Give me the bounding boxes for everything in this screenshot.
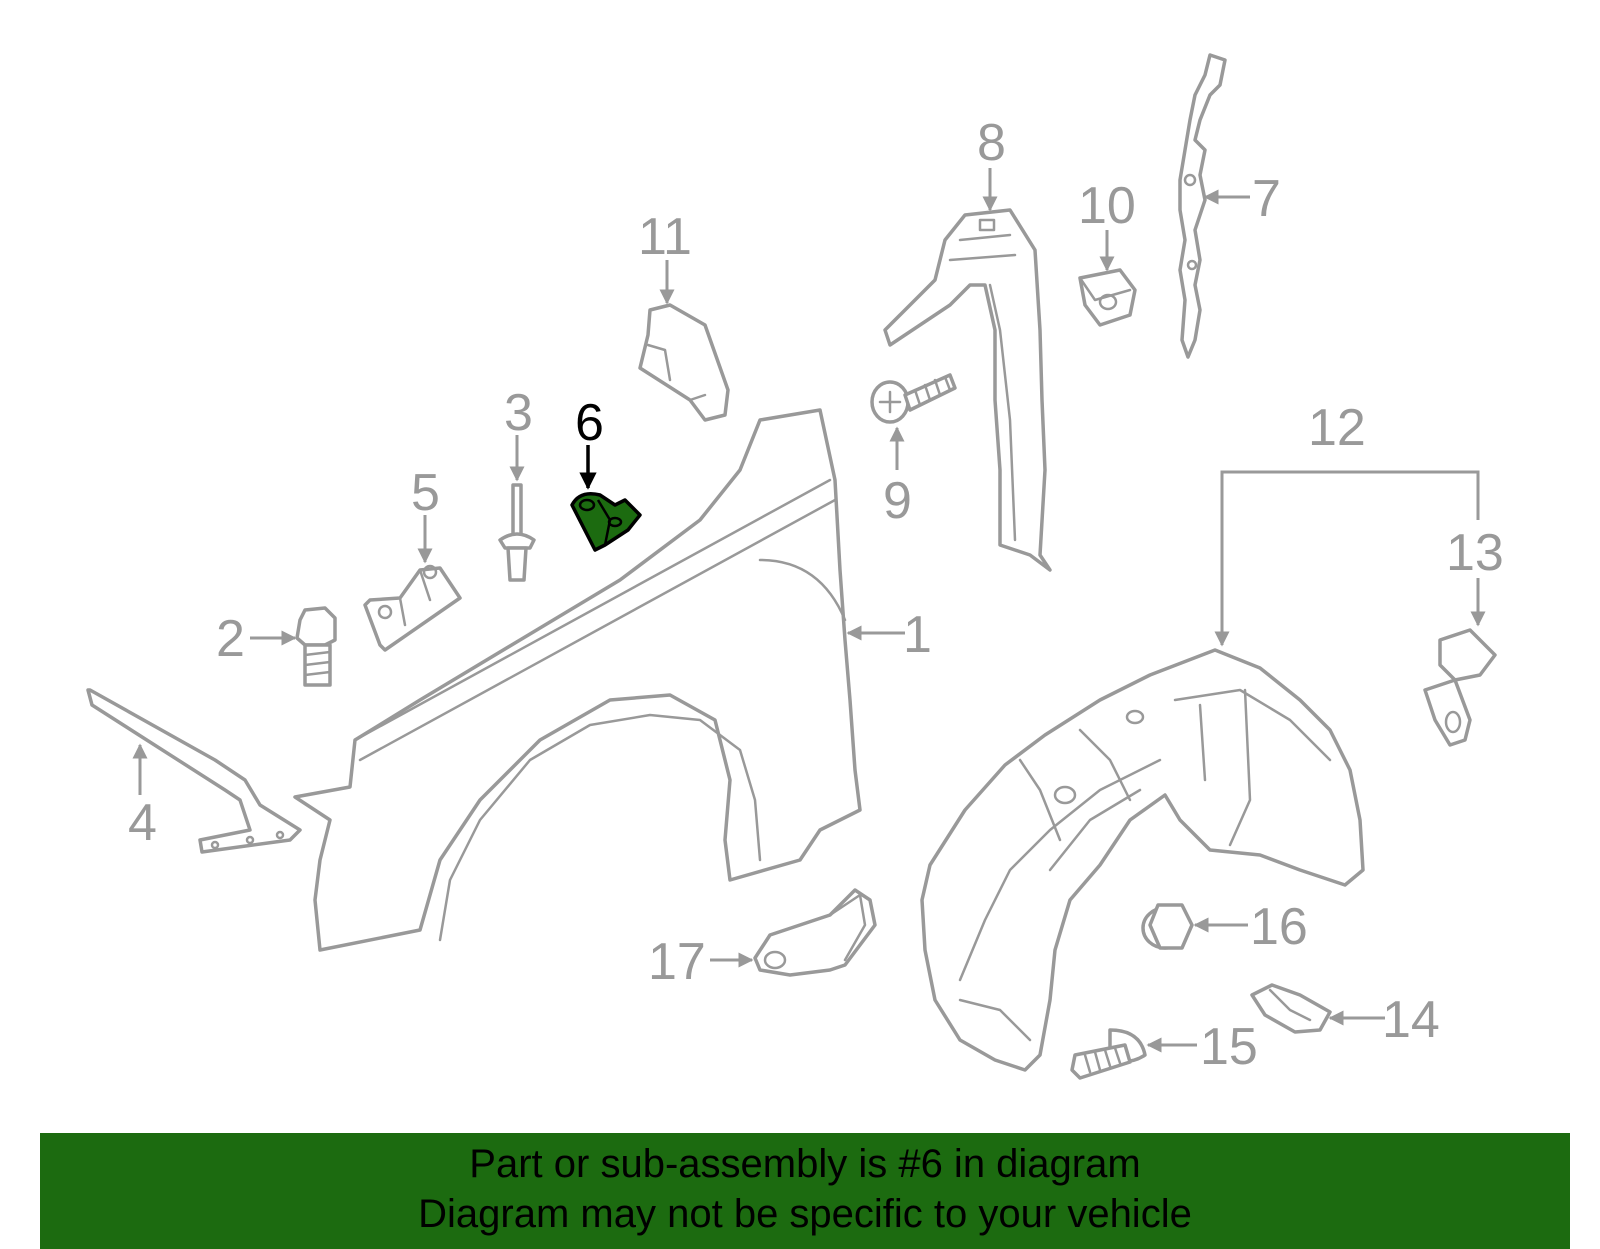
clip-nut-part-10 [1078,268,1137,327]
callout-8: 8 [977,114,1006,172]
callout-17: 17 [648,933,706,991]
callout-5: 5 [411,464,440,522]
bracket-part-5 [363,564,462,652]
banner-line-2: Diagram may not be specific to your vehi… [418,1192,1192,1236]
wheel-liner-part-12 [920,648,1365,1072]
bracket-part-4 [86,688,302,854]
screw-part-15 [1070,1028,1147,1080]
bolt-part-2 [295,606,337,687]
callout-9: 9 [883,472,912,530]
callout-11: 11 [638,208,692,266]
callout-7: 7 [1252,170,1281,228]
callout-13: 13 [1446,524,1504,582]
callout-16: 16 [1250,898,1308,956]
leader-lines [132,168,1486,1053]
bracket-part-11 [638,303,730,422]
strip-part-7 [1178,53,1227,359]
bracket-part-8 [883,208,1052,572]
info-banner: Part or sub-assembly is #6 in diagram Di… [40,1133,1570,1249]
pin-part-3 [498,483,536,582]
bracket-part-6-highlighted [570,492,642,552]
bracket-part-17 [753,888,877,977]
callout-12: 12 [1308,399,1366,457]
callout-3: 3 [504,384,533,442]
callout-2: 2 [216,610,245,668]
callout-15: 15 [1200,1018,1258,1076]
callout-10: 10 [1078,177,1136,235]
clip-part-14 [1250,983,1332,1034]
clip-part-13 [1423,628,1497,747]
banner-line-1: Part or sub-assembly is #6 in diagram [469,1142,1141,1186]
callout-4: 4 [128,794,157,852]
nut-part-16 [1141,903,1194,950]
callout-6-highlighted: 6 [575,394,604,452]
callout-1: 1 [903,606,932,664]
callout-14: 14 [1382,991,1440,1049]
fender-part-1 [293,408,862,952]
screw-part-9 [870,373,957,424]
